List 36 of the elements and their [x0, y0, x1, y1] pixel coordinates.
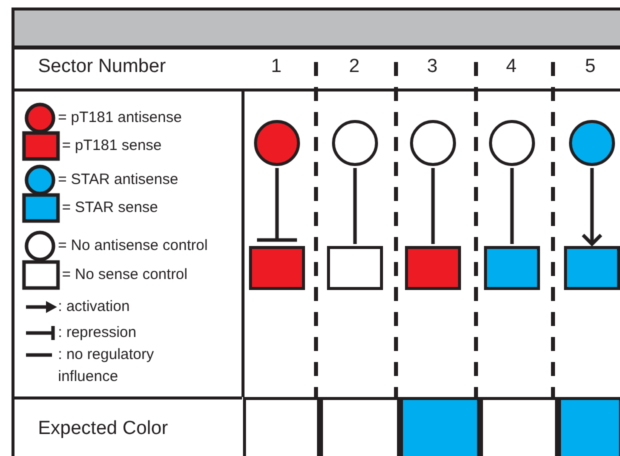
square-symbol: [564, 246, 620, 290]
circle-symbol: [254, 120, 300, 166]
legend-text: : activation: [58, 297, 131, 317]
header-text: Sector Number: [38, 56, 166, 78]
color-cell: [480, 397, 558, 456]
color-cell: [243, 397, 320, 456]
circle-symbol: [489, 120, 535, 166]
legend-text: = STAR sense: [62, 199, 158, 216]
legend-text: = pT181 sense: [62, 137, 162, 154]
square-symbol: [249, 246, 305, 290]
legend-text: = STAR antisense: [58, 171, 178, 188]
circle-symbol: [332, 120, 378, 166]
connector-line: [510, 168, 514, 244]
color-cell: [558, 397, 620, 456]
legend-text: = No antisense control: [58, 237, 208, 254]
connector-line: [353, 168, 357, 244]
repression-line: [255, 168, 299, 242]
square-symbol: [484, 246, 540, 290]
sector-number: 3: [427, 56, 438, 78]
legend-text: : no regulatory influence: [58, 345, 155, 387]
circle-symbol: [569, 120, 615, 166]
legend-text: = pT181 antisense: [58, 109, 182, 126]
color-cell: [400, 397, 480, 456]
legend-text: = No sense control: [62, 266, 188, 283]
circle-symbol: [410, 120, 456, 166]
activation-arrow: [581, 168, 603, 246]
row-label: Expected Color: [38, 418, 168, 440]
legend-text: : repression: [58, 323, 138, 343]
color-cell: [320, 397, 400, 456]
sector-number: 4: [506, 56, 517, 78]
sector-number: 5: [585, 56, 596, 78]
connector-line: [431, 168, 435, 244]
sector-number: 1: [271, 56, 282, 78]
square-symbol: [405, 246, 461, 290]
sector-number: 2: [349, 56, 360, 78]
square-symbol: [327, 246, 383, 290]
